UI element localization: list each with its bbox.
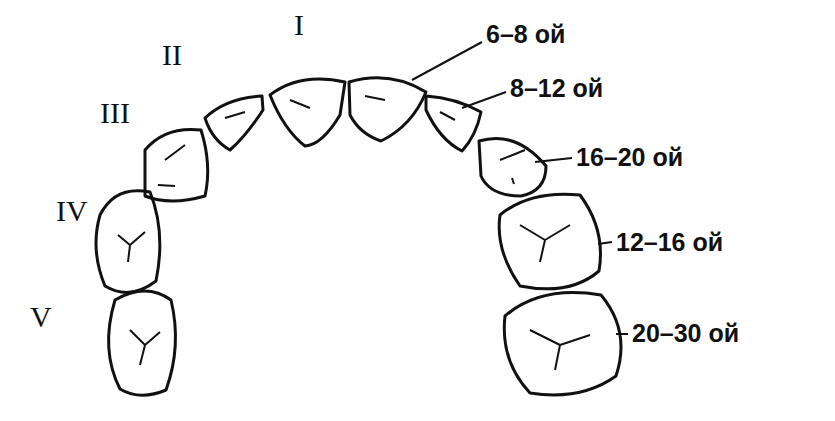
eruption-time: 8–12 ой (510, 76, 603, 101)
tooth-outline (205, 96, 263, 150)
leader-line (535, 158, 572, 162)
tooth-outline (479, 138, 546, 196)
tooth-outline (270, 79, 345, 146)
leader-line (412, 42, 482, 80)
numeral-label: II (162, 40, 182, 70)
tooth-detail (158, 96, 525, 186)
eruption-time: 20–30 ой (632, 321, 739, 346)
tooth-outline (499, 194, 600, 289)
leader-line (616, 333, 628, 335)
numeral-label: V (30, 302, 52, 332)
eruption-time: 16–20 ой (576, 145, 683, 170)
leader-line (598, 242, 612, 244)
leader-line (462, 92, 506, 108)
tooth-outline (145, 129, 208, 201)
numeral-label: III (100, 98, 130, 128)
eruption-time: 6–8 ой (486, 22, 565, 47)
numeral-label: IV (56, 196, 88, 226)
eruption-time: 12–16 ой (616, 230, 723, 255)
tooth-fissure (118, 225, 590, 370)
tooth-outline (349, 78, 426, 141)
numeral-label: I (294, 10, 304, 40)
tooth-outline (96, 191, 160, 293)
